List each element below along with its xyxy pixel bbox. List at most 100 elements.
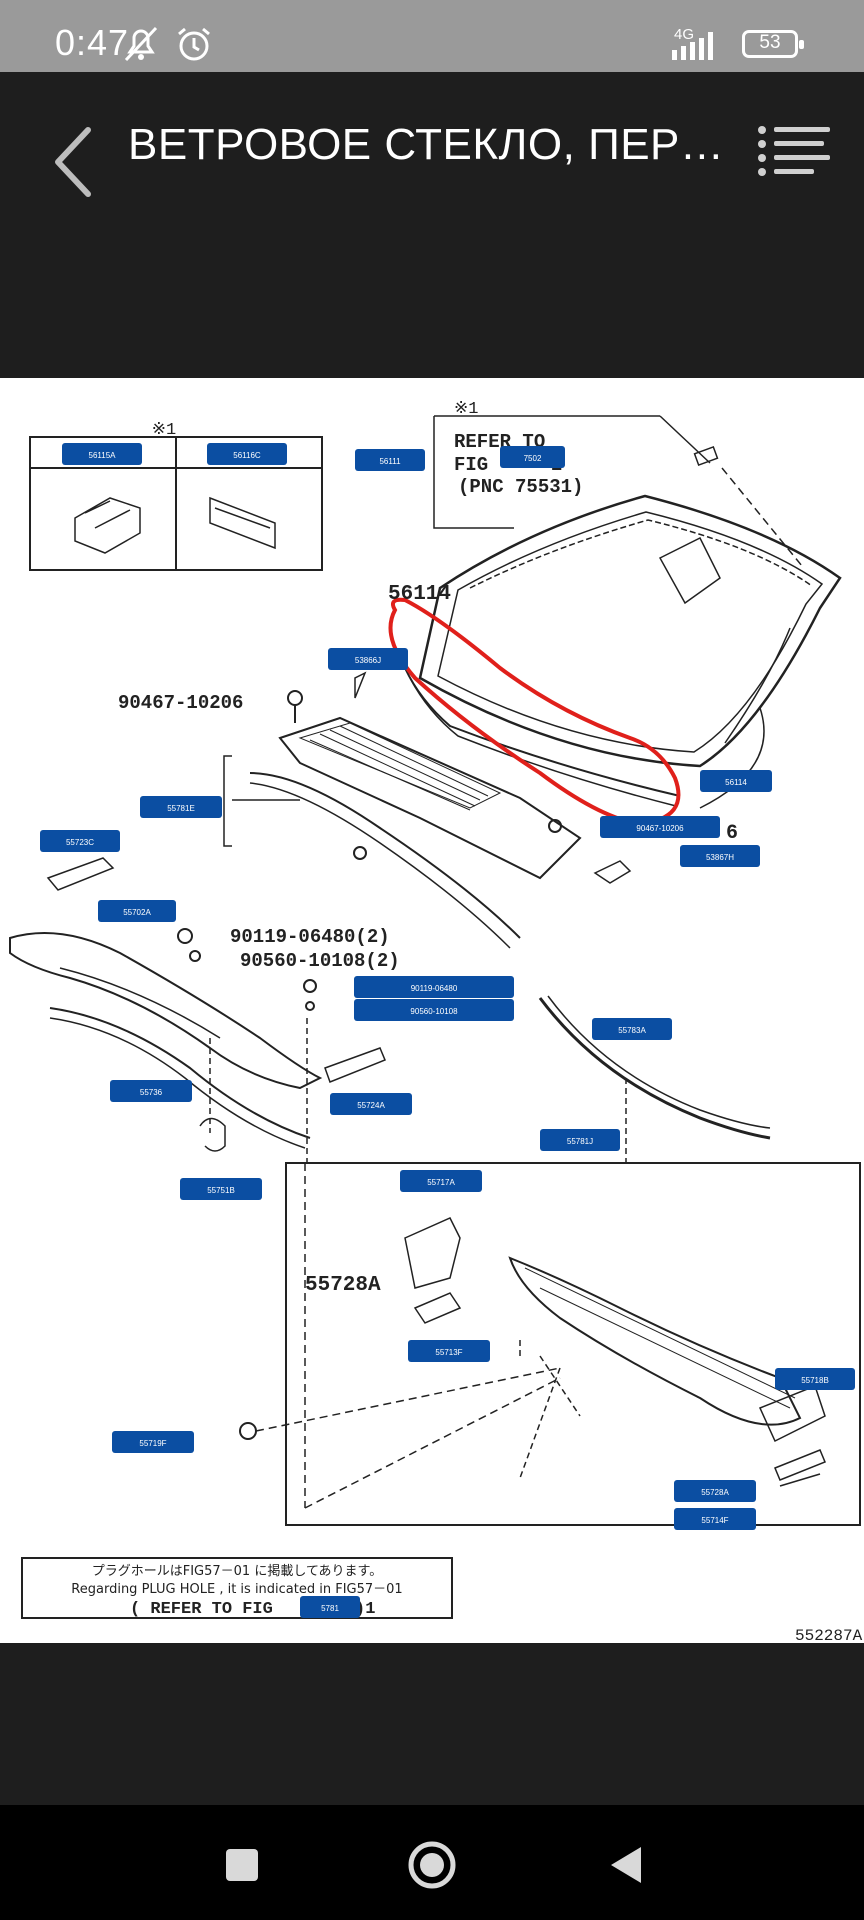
callout-label: 55723C (66, 838, 94, 847)
notifications-off-icon (124, 26, 158, 62)
callout-55713f[interactable]: 55713F (408, 1340, 490, 1362)
callout-label: 7502 (524, 454, 542, 463)
refer-to-block: ※1 REFER TO FIG 2 (PNC 75531) (433, 400, 719, 529)
callout-layer: 56115A 56116C 56111 7502 53866J 55781E 55723C 5… (40, 443, 855, 1618)
callout-badge[interactable] (110, 1080, 192, 1102)
callout-badge[interactable] (354, 976, 514, 998)
callout-badge[interactable] (40, 830, 120, 852)
leader-lines (209, 1018, 627, 1163)
callout-label: 55736 (140, 1088, 163, 1097)
callout-label: 55781E (167, 804, 195, 813)
app-bar: ВЕТРОВОЕ СТЕКЛО, ПЕРЕД... (0, 72, 864, 378)
callout-label: 55783A (618, 1026, 646, 1035)
callout-55781j[interactable]: 55781J (540, 1129, 620, 1151)
callout-55728a[interactable]: 55728A (674, 1480, 756, 1502)
callout-55702a[interactable]: 55702A (98, 900, 176, 922)
detail-box (239, 1162, 861, 1526)
callout-90119-06480[interactable]: 90119-06480 (354, 976, 514, 998)
callout-label: 55714F (701, 1516, 728, 1525)
callout-badge[interactable] (700, 770, 772, 792)
callout-7502[interactable]: 7502 (500, 446, 565, 468)
parts-diagram: ※1 ※1 REFER TO FIG 2 (PNC 75531) (0, 378, 864, 1643)
callout-badge[interactable] (355, 449, 425, 471)
callout-56116c[interactable]: 56116C (207, 443, 287, 465)
callout-label: 53866J (355, 656, 381, 665)
callout-55751b[interactable]: 55751B (180, 1178, 262, 1200)
callout-label: 55717A (427, 1178, 455, 1187)
callout-badge[interactable] (592, 1018, 672, 1040)
inset-box: ※1 (29, 421, 323, 571)
recents-square-icon[interactable] (210, 1833, 274, 1897)
callout-55736[interactable]: 55736 (110, 1080, 192, 1102)
callout-label: 55718B (801, 1376, 829, 1385)
highlight-circle (388, 597, 681, 827)
callout-badge[interactable] (408, 1340, 490, 1362)
parts-diagram-drawing: ※1 ※1 REFER TO FIG 2 (PNC 75531) (9, 400, 863, 1643)
callout-55783a[interactable]: 55783A (592, 1018, 672, 1040)
note-japanese: プラグホールはFIG57－01 に掲載してあります。 (92, 1563, 383, 1579)
lower-cowl-drawing (9, 857, 386, 1152)
callout-badge[interactable] (680, 845, 760, 867)
callout-badge[interactable] (62, 443, 142, 465)
note-mark-right: ※1 (454, 400, 478, 419)
callout-label: 55713F (435, 1348, 462, 1357)
callout-56111[interactable]: 56111 (355, 449, 425, 471)
alarm-icon (178, 27, 210, 61)
callout-5781[interactable]: 5781 (300, 1596, 360, 1618)
callout-badge[interactable] (140, 796, 222, 818)
page-title: ВЕТРОВОЕ СТЕКЛО, ПЕРЕД... (128, 120, 748, 169)
callout-badge[interactable] (775, 1368, 855, 1390)
part-number-90119: 90119-06480(2) (230, 926, 390, 948)
part-number-90560: 90560-10108(2) (240, 950, 400, 972)
callout-90467-10206[interactable]: 90467-10206 (600, 816, 720, 838)
callout-55714f[interactable]: 55714F (674, 1508, 756, 1530)
callout-55781e[interactable]: 55781E (140, 796, 222, 818)
callout-badge[interactable] (674, 1508, 756, 1530)
cowl-panel-drawing (223, 671, 632, 949)
callout-56115a[interactable]: 56115A (62, 443, 142, 465)
viewer-background (0, 1643, 864, 1805)
callout-53866j[interactable]: 53866J (328, 648, 408, 670)
callout-55723c[interactable]: 55723C (40, 830, 120, 852)
callout-badge[interactable] (207, 443, 287, 465)
callout-badge[interactable] (400, 1170, 482, 1192)
note-refer-suffix: )1 (355, 1600, 375, 1619)
callout-badge[interactable] (328, 648, 408, 670)
callout-badge[interactable] (180, 1178, 262, 1200)
callout-label: 56114 (725, 778, 747, 787)
callout-56114[interactable]: 56114 (700, 770, 772, 792)
note-refer: ( REFER TO FIG (130, 1600, 273, 1619)
callout-label: 55781J (567, 1137, 593, 1146)
callout-55719f[interactable]: 55719F (112, 1431, 194, 1453)
callout-badge[interactable] (330, 1093, 412, 1115)
navigation-bar (0, 1805, 864, 1920)
callout-55724a[interactable]: 55724A (330, 1093, 412, 1115)
note-english: Regarding PLUG HOLE , it is indicated in… (71, 1582, 402, 1597)
callout-55718b[interactable]: 55718B (775, 1368, 855, 1390)
callout-badge[interactable] (540, 1129, 620, 1151)
callout-90560-10108[interactable]: 90560-10108 (354, 999, 514, 1021)
back-triangle-icon[interactable] (595, 1833, 659, 1897)
battery-tip (799, 40, 804, 49)
callout-badge[interactable] (98, 900, 176, 922)
callout-badge[interactable] (112, 1431, 194, 1453)
callout-badge[interactable] (300, 1596, 360, 1618)
callout-label: 56115A (89, 451, 117, 460)
part-number-55728A: 55728A (305, 1274, 381, 1297)
plug-hole-note: プラグホールはFIG57－01 に掲載してあります。 Regarding PLU… (21, 1557, 453, 1619)
callout-badge[interactable] (354, 999, 514, 1021)
seal-strip-drawing (538, 997, 771, 1140)
callout-label: 55719F (139, 1439, 166, 1448)
callout-badge[interactable] (600, 816, 720, 838)
back-arrow-icon[interactable] (38, 112, 108, 212)
callout-label: 90467-10206 (636, 824, 684, 833)
menu-icon[interactable] (756, 124, 832, 180)
figure-id: 552287A (795, 1627, 863, 1643)
part-suffix-6: 6 (726, 822, 738, 845)
home-circle-icon[interactable] (400, 1833, 464, 1897)
callout-badge[interactable] (500, 446, 565, 468)
callout-53867h[interactable]: 53867H (680, 845, 760, 867)
callout-badge[interactable] (674, 1480, 756, 1502)
callout-label: 55702A (123, 908, 151, 917)
callout-55717a[interactable]: 55717A (400, 1170, 482, 1192)
